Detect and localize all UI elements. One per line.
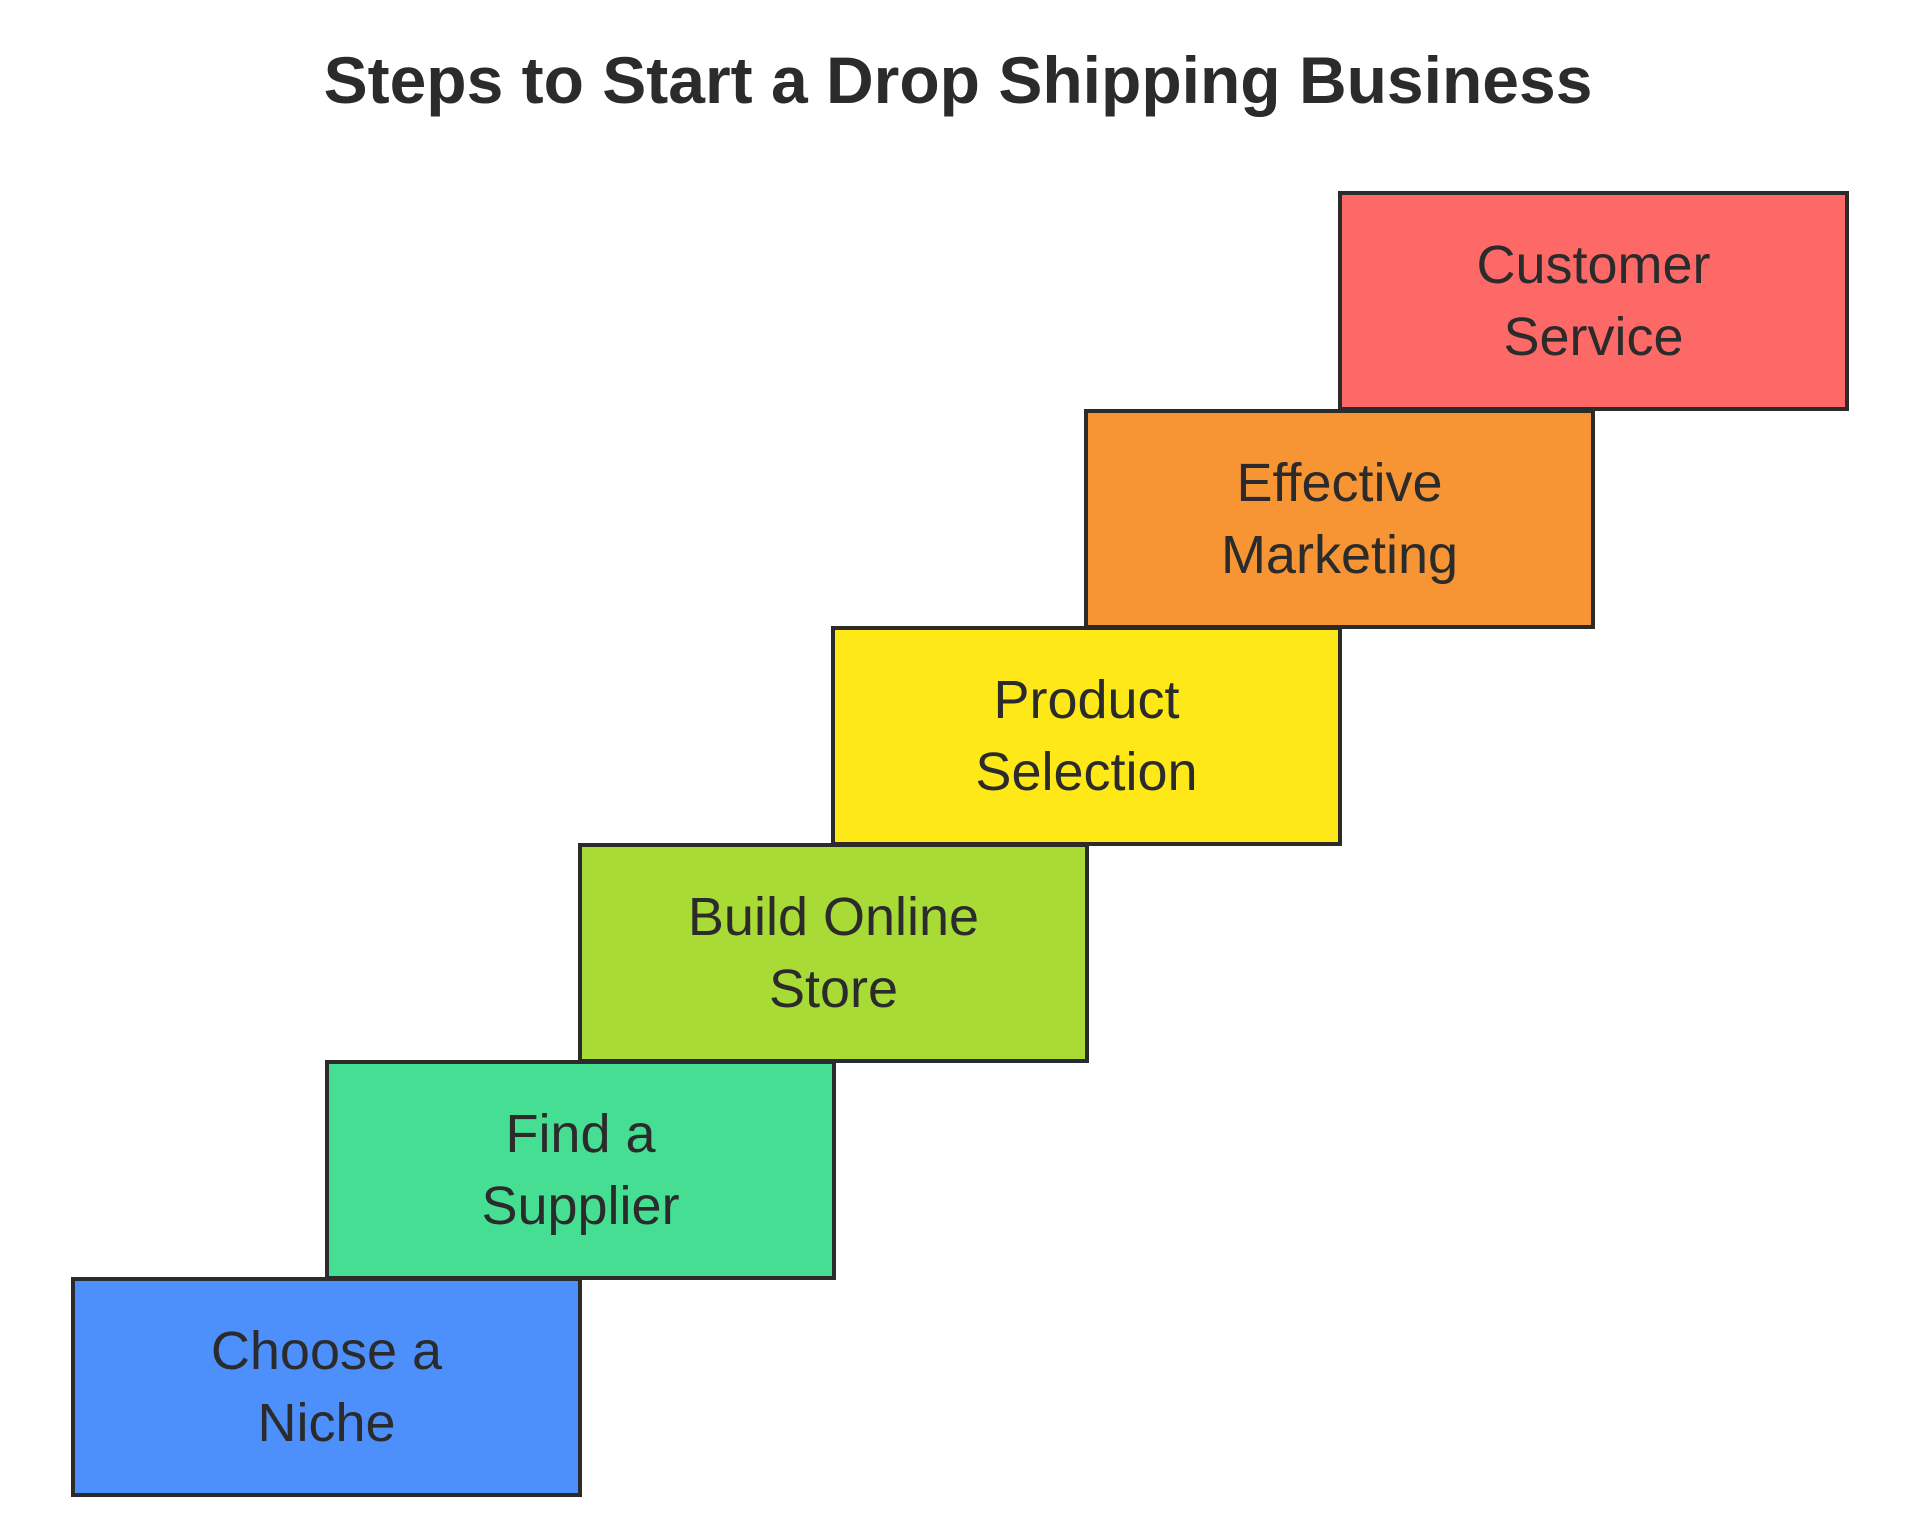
step-label: Effective Marketing <box>1220 453 1459 585</box>
step-build-online-store: Build Online Store <box>578 843 1089 1063</box>
diagram-title: Steps to Start a Drop Shipping Business <box>323 43 1593 117</box>
step-customer-service: Customer Service <box>1338 191 1849 411</box>
step-label: Product Selection <box>975 670 1198 802</box>
step-find-supplier: Find a Supplier <box>325 1060 836 1280</box>
step-effective-marketing: Effective Marketing <box>1084 409 1595 629</box>
step-label: Choose a Niche <box>210 1321 443 1453</box>
step-product-selection: Product Selection <box>831 626 1342 846</box>
step-label: Customer Service <box>1476 235 1711 367</box>
step-choose-niche: Choose a Niche <box>71 1277 582 1497</box>
step-label: Build Online Store <box>687 887 980 1019</box>
step-label: Find a Supplier <box>481 1104 680 1236</box>
